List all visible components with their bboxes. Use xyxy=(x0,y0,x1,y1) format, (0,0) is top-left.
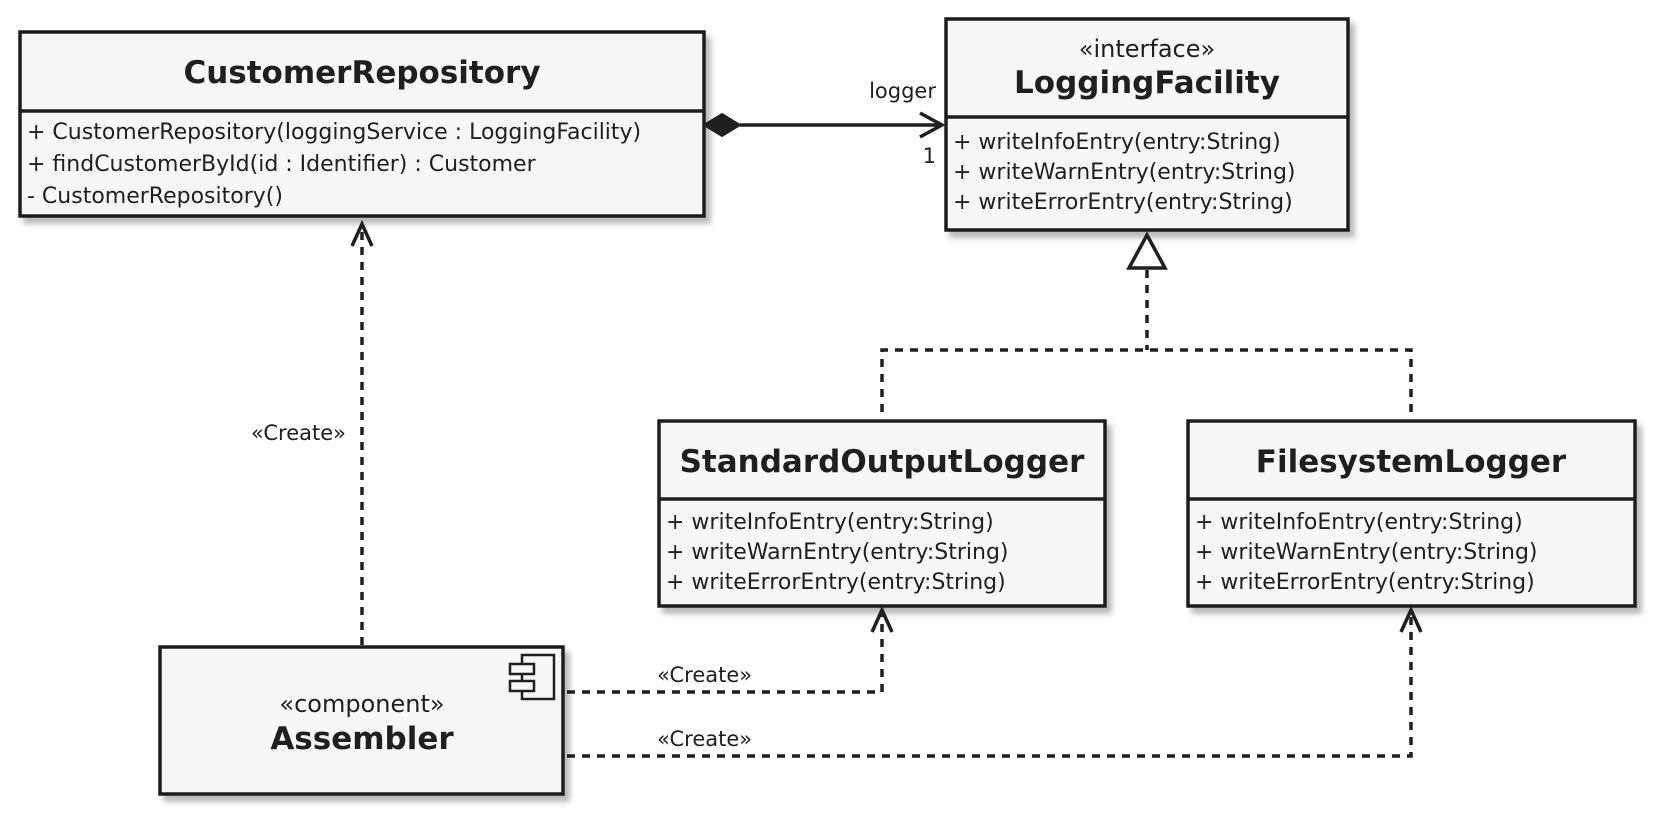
association-multiplicity-label: 1 xyxy=(923,144,936,168)
standard-output-logger-box xyxy=(657,419,1107,608)
customer-repository-member: - CustomerRepository() xyxy=(27,184,283,209)
standard-output-logger-member: + writeWarnEntry(entry:String) xyxy=(666,540,1009,565)
filesystem-logger-member: + writeWarnEntry(entry:String) xyxy=(1195,540,1538,565)
composition-association: logger 1 xyxy=(702,79,946,168)
logging-facility-stereotype: «interface» xyxy=(1079,35,1215,63)
filesystem-logger-member: + writeErrorEntry(entry:String) xyxy=(1195,570,1535,595)
composition-diamond xyxy=(702,112,742,138)
dependency-arrowhead xyxy=(350,219,374,247)
composition-arrowhead xyxy=(919,111,946,139)
realization-relationship xyxy=(880,231,1413,412)
assembler-component[interactable]: «component» Assembler xyxy=(158,645,565,796)
component-icon xyxy=(508,653,556,701)
filesystem-logger-member: + writeInfoEntry(entry:String) xyxy=(1195,510,1523,535)
dependency-line xyxy=(567,615,884,694)
realization-branch-line xyxy=(880,348,1413,412)
create-standard-output-logger-dependency: «Create» xyxy=(567,605,894,694)
logging-facility-member: + writeWarnEntry(entry:String) xyxy=(953,160,1296,185)
customer-repository-name: CustomerRepository xyxy=(183,55,540,91)
customer-repository-class[interactable]: CustomerRepository + CustomerRepository(… xyxy=(18,30,706,218)
customer-repository-box xyxy=(18,30,706,218)
association-role-label: logger xyxy=(869,79,936,103)
dependency-arrowhead xyxy=(1399,605,1423,633)
filesystem-logger-class[interactable]: FilesystemLogger + writeInfoEntry(entry:… xyxy=(1186,419,1637,608)
assembler-stereotype: «component» xyxy=(279,690,444,718)
logging-facility-member: + writeErrorEntry(entry:String) xyxy=(953,190,1293,215)
filesystem-logger-box xyxy=(1186,419,1637,608)
dependency-arrowhead xyxy=(870,605,894,633)
standard-output-logger-member: + writeInfoEntry(entry:String) xyxy=(666,510,994,535)
logging-facility-interface[interactable]: «interface» LoggingFacility + writeInfoE… xyxy=(944,17,1350,232)
logging-facility-name: LoggingFacility xyxy=(1014,65,1280,101)
assembler-box xyxy=(158,645,565,796)
create-filesystem-logger-dependency: «Create» xyxy=(567,605,1423,758)
assembler-name: Assembler xyxy=(270,721,454,757)
create-label: «Create» xyxy=(657,663,752,687)
customer-repository-member: + CustomerRepository(loggingService : Lo… xyxy=(27,120,641,145)
create-label: «Create» xyxy=(251,421,346,445)
standard-output-logger-name: StandardOutputLogger xyxy=(680,444,1085,480)
create-label: «Create» xyxy=(657,727,752,751)
standard-output-logger-member: + writeErrorEntry(entry:String) xyxy=(666,570,1006,595)
logging-facility-member: + writeInfoEntry(entry:String) xyxy=(953,130,1281,155)
filesystem-logger-name: FilesystemLogger xyxy=(1256,444,1567,480)
standard-output-logger-class[interactable]: StandardOutputLogger + writeInfoEntry(en… xyxy=(657,419,1107,608)
create-customer-repository-dependency: «Create» xyxy=(251,219,374,645)
dependency-line xyxy=(567,615,1413,758)
customer-repository-member: + findCustomerById(id : Identifier) : Cu… xyxy=(27,152,537,177)
logging-facility-box xyxy=(944,17,1350,232)
realization-triangle xyxy=(1126,231,1168,270)
